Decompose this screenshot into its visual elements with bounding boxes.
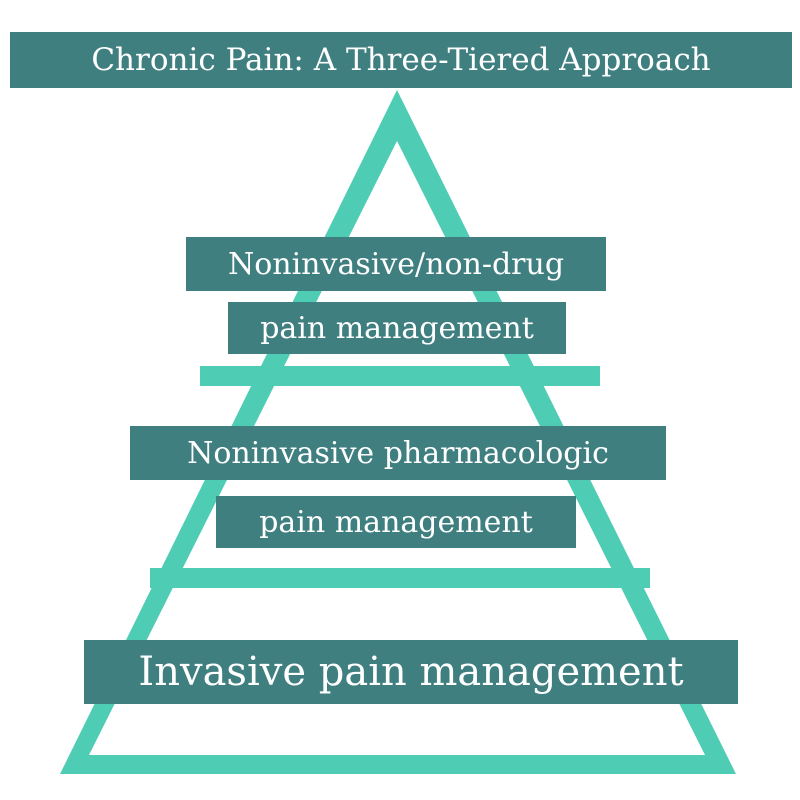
tier-3-label: Invasive pain management <box>84 640 738 704</box>
tier-1-label-line-1: Noninvasive/non-drug <box>186 237 606 291</box>
tier-divider-lower <box>150 568 650 588</box>
tier-1-label-line-2: pain management <box>228 302 566 354</box>
tier-2-label-line-1: Noninvasive pharmacologic <box>130 426 666 480</box>
tier-divider-upper <box>200 366 600 386</box>
tier-2-label-line-2: pain management <box>216 496 576 548</box>
diagram-title: Chronic Pain: A Three-Tiered Approach <box>10 32 792 88</box>
